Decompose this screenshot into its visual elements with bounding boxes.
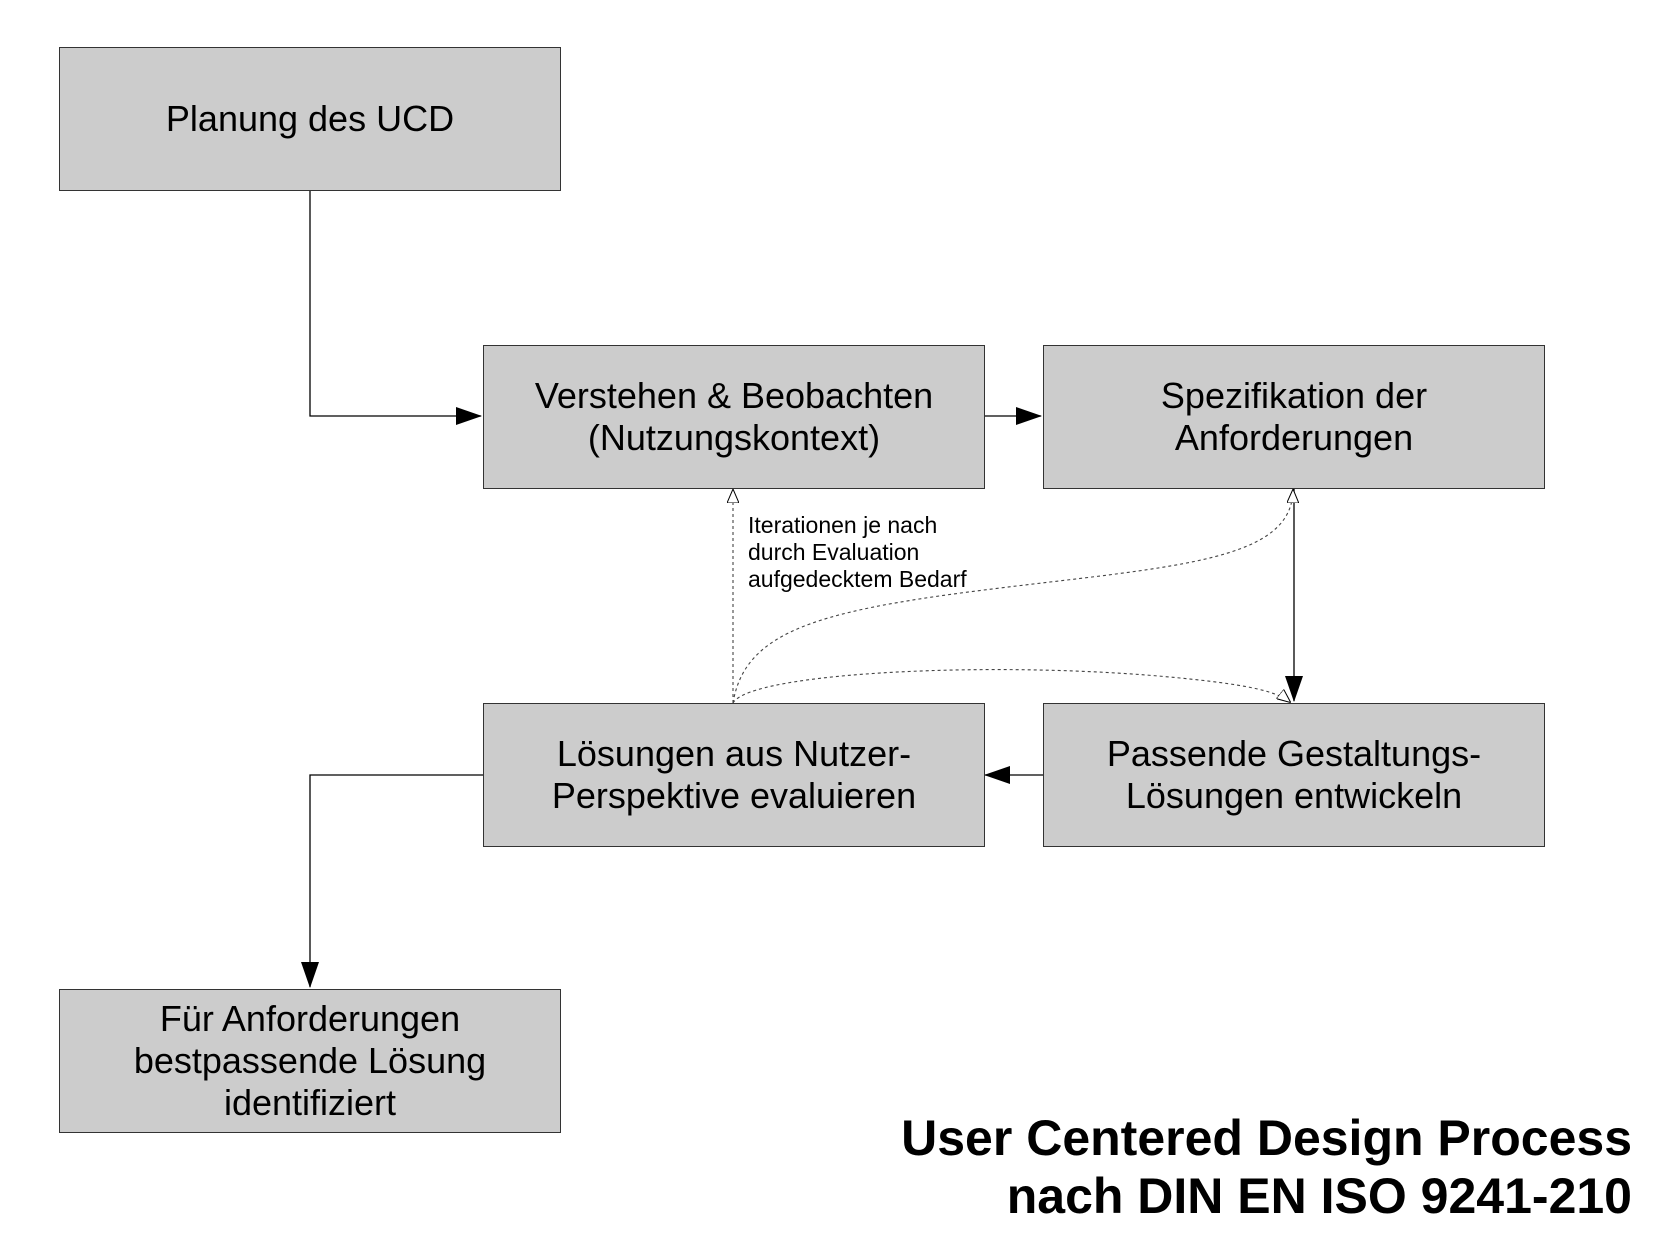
box-loesung-identifiziert: Für Anforderungen bestpassende Lösung id…	[59, 989, 561, 1133]
box-verstehen-beobachten: Verstehen & Beobachten (Nutzungskontext)	[483, 345, 985, 489]
iteration-to-gestaltung	[732, 669, 1290, 703]
box-spezifikation-anforderungen: Spezifikation der Anforderungen	[1043, 345, 1545, 489]
box-gestaltungsloesungen-entwickeln: Passende Gestaltungs- Lösungen entwickel…	[1043, 703, 1545, 847]
diagram-title: User Centered Design Process nach DIN EN…	[901, 1110, 1632, 1224]
iteration-note: Iterationen je nach durch Evaluation auf…	[748, 512, 967, 592]
box-planung-des-ucd: Planung des UCD	[59, 47, 561, 191]
connector-planung-to-verstehen	[309, 191, 482, 425]
connector-evaluieren-to-identifiziert	[301, 774, 483, 988]
box-loesungen-evaluieren: Lösungen aus Nutzer- Perspektive evaluie…	[483, 703, 985, 847]
iteration-to-spezifikation	[732, 490, 1293, 704]
